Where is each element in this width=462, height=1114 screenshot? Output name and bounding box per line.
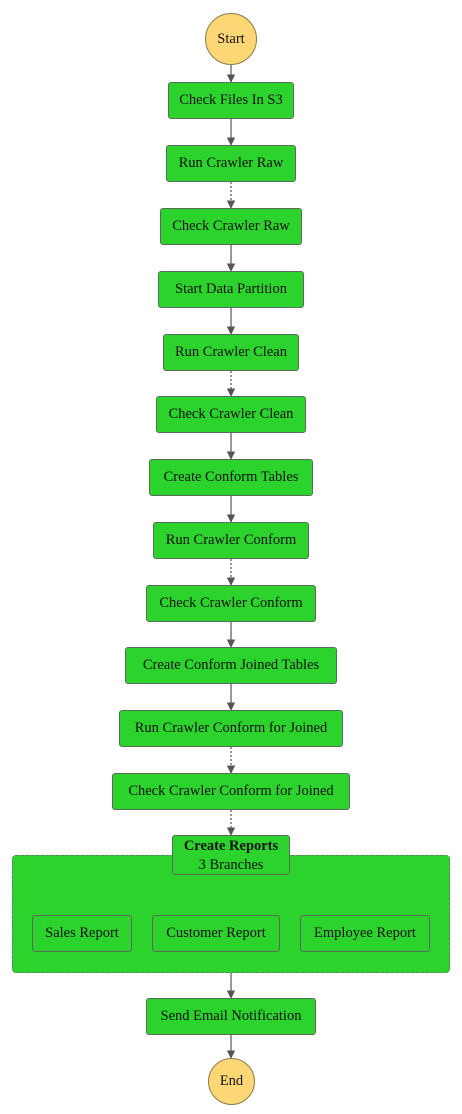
state-label: Check Crawler Conform for Joined [128,783,334,799]
state-label: Check Crawler Clean [168,406,294,422]
state-run-crawler-conform-for-joined[interactable]: Run Crawler Conform for Joined [119,710,343,747]
state-check-files-in-s3[interactable]: Check Files In S3 [168,82,294,119]
end-label: End [219,1073,244,1089]
state-run-crawler-conform[interactable]: Run Crawler Conform [153,522,309,559]
state-create-conform-tables[interactable]: Create Conform Tables [149,459,313,496]
state-label: Send Email Notification [160,1008,302,1024]
state-label: Create Conform Joined Tables [142,657,320,673]
parallel-create-reports[interactable]: Create Reports 3 Branches [172,835,290,875]
state-label: Create Conform Tables [163,469,299,485]
state-label: Run Crawler Conform [165,532,297,548]
state-label: Check Files In S3 [179,92,283,108]
branch-label: Sales Report [45,925,119,941]
state-label: Start Data Partition [175,281,287,297]
state-check-crawler-conform[interactable]: Check Crawler Conform [146,585,316,622]
state-label: Run Crawler Raw [178,155,284,171]
state-send-email-notification[interactable]: Send Email Notification [146,998,316,1035]
branch-label: Customer Report [166,925,266,941]
state-label: Run Crawler Conform for Joined [134,720,328,736]
end-node[interactable]: End [208,1058,255,1105]
branch-sales-report[interactable]: Sales Report [32,915,132,952]
state-start-data-partition[interactable]: Start Data Partition [158,271,304,308]
state-label: Run Crawler Clean [175,344,287,360]
branch-label: Employee Report [314,925,416,941]
state-create-conform-joined-tables[interactable]: Create Conform Joined Tables [125,647,337,684]
state-run-crawler-raw[interactable]: Run Crawler Raw [166,145,296,182]
branch-employee-report[interactable]: Employee Report [300,915,430,952]
state-check-crawler-clean[interactable]: Check Crawler Clean [156,396,306,433]
state-run-crawler-clean[interactable]: Run Crawler Clean [163,334,299,371]
start-label: Start [217,30,245,47]
state-label: Check Crawler Conform [159,595,303,611]
parallel-title: Create Reports [183,838,279,854]
state-check-crawler-raw[interactable]: Check Crawler Raw [160,208,302,245]
start-node[interactable]: Start [205,13,257,65]
state-check-crawler-conform-for-joined[interactable]: Check Crawler Conform for Joined [112,773,350,810]
parallel-subtitle: 3 Branches [198,857,264,873]
state-label: Check Crawler Raw [172,218,290,234]
branch-customer-report[interactable]: Customer Report [152,915,280,952]
